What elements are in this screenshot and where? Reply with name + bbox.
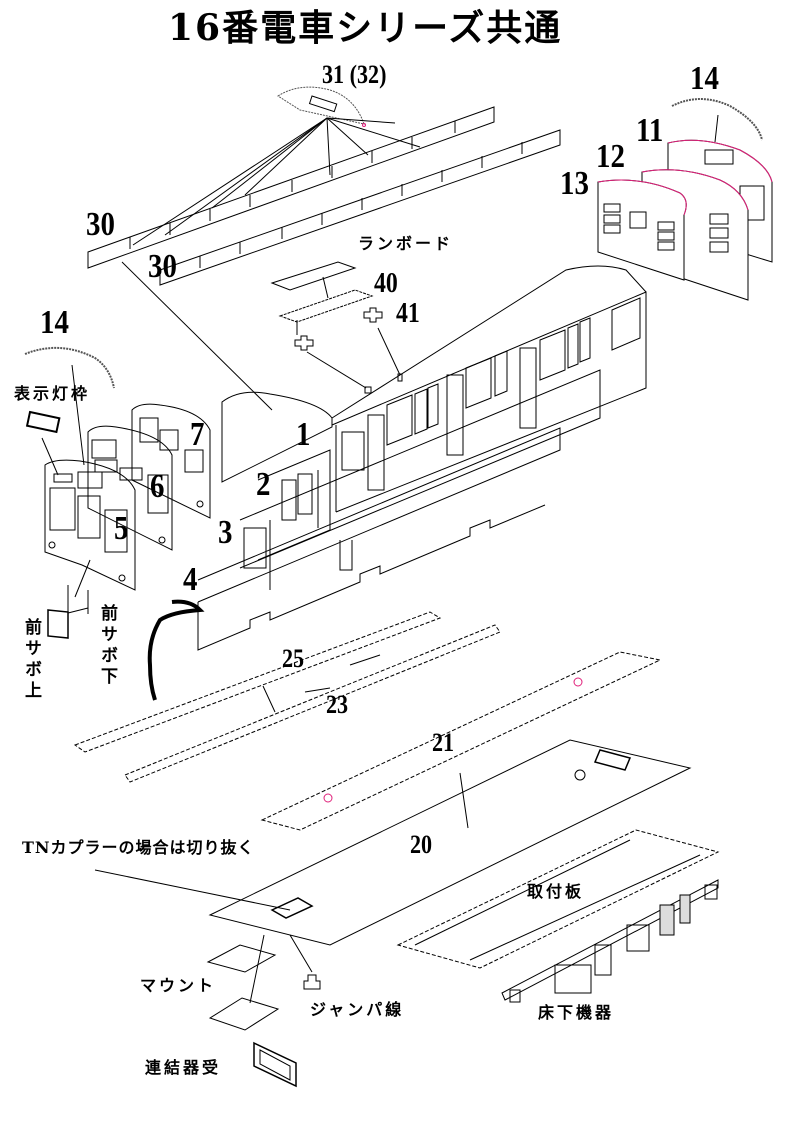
underfloor-equipment-part	[502, 880, 718, 1002]
indicator-frame-part	[27, 412, 59, 475]
coupler-receiver-part	[254, 1043, 296, 1086]
part-7-front-panel	[132, 404, 210, 518]
part-label-23: 23	[326, 690, 349, 719]
label-front-sabo-upper: 前サボ上	[21, 618, 41, 702]
part-31-roof-end	[278, 87, 366, 126]
mount-parts	[208, 935, 278, 1030]
part-5-front-panel	[45, 460, 135, 597]
part-label-6: 6	[150, 468, 165, 505]
part-30-rail-upper	[88, 107, 494, 268]
part-40-runboard	[272, 262, 372, 335]
part-25-floor-strip	[75, 612, 440, 752]
part-label-2: 2	[256, 466, 271, 503]
part-label-21: 21	[432, 728, 455, 757]
diagram-title: 16番電車シリーズ共通	[168, 7, 563, 49]
label-mounting-plate: 取付板	[527, 882, 585, 901]
part-4-side-panel	[198, 428, 560, 650]
part-31-leader-lines	[133, 118, 420, 245]
part-21-floor	[262, 652, 660, 830]
part-3-side-panel	[240, 370, 600, 590]
part-1-car-body	[122, 262, 646, 512]
part-30-rail-lower	[160, 130, 560, 285]
label-coupler-receiver: 連結器受	[145, 1058, 222, 1077]
part-label-30-upper: 30	[86, 206, 115, 243]
part-label-40: 40	[374, 268, 398, 299]
part-label-14-right: 14	[690, 60, 719, 97]
label-jumper-cable: ジャンパ線	[310, 1000, 405, 1019]
part-label-14-left: 14	[40, 304, 69, 341]
part-label-11: 11	[636, 112, 664, 149]
front-sabo-parts	[48, 585, 88, 638]
part-label-25: 25	[282, 644, 305, 673]
part-label-30-lower: 30	[148, 248, 177, 285]
part-label-13: 13	[560, 165, 589, 202]
label-runboard: ランボード	[358, 234, 454, 253]
part-label-20: 20	[410, 830, 433, 859]
label-tn-coupler-note: TNカプラーの場合は切り抜く	[22, 838, 255, 857]
part-label-4: 4	[183, 561, 198, 598]
label-front-sabo-lower: 前サボ下	[97, 604, 117, 688]
label-mount: マウント	[140, 976, 217, 995]
part-label-1: 1	[296, 416, 311, 453]
label-indicator-frame: 表示灯枠	[14, 384, 91, 403]
part-label-3: 3	[218, 514, 233, 551]
label-underfloor-equipment: 床下機器	[538, 1003, 615, 1022]
part-41-cross-pieces	[295, 308, 402, 393]
mounting-plate-part	[398, 830, 718, 968]
part-23-floor-strip	[125, 625, 500, 782]
jumper-cable-curve	[150, 602, 200, 700]
part-label-7: 7	[190, 416, 205, 453]
part-label-5: 5	[114, 510, 129, 547]
part-14-roof-arc-left	[25, 348, 114, 465]
part-14-roof-arc-right	[672, 99, 762, 142]
part-label-12: 12	[596, 138, 625, 175]
jumper-cable-part	[290, 935, 320, 989]
part-13-end-panel	[598, 180, 686, 280]
part-6-front-panel	[88, 426, 172, 550]
part-label-41: 41	[396, 298, 420, 329]
part-label-31-32: 31 (32)	[322, 60, 387, 89]
